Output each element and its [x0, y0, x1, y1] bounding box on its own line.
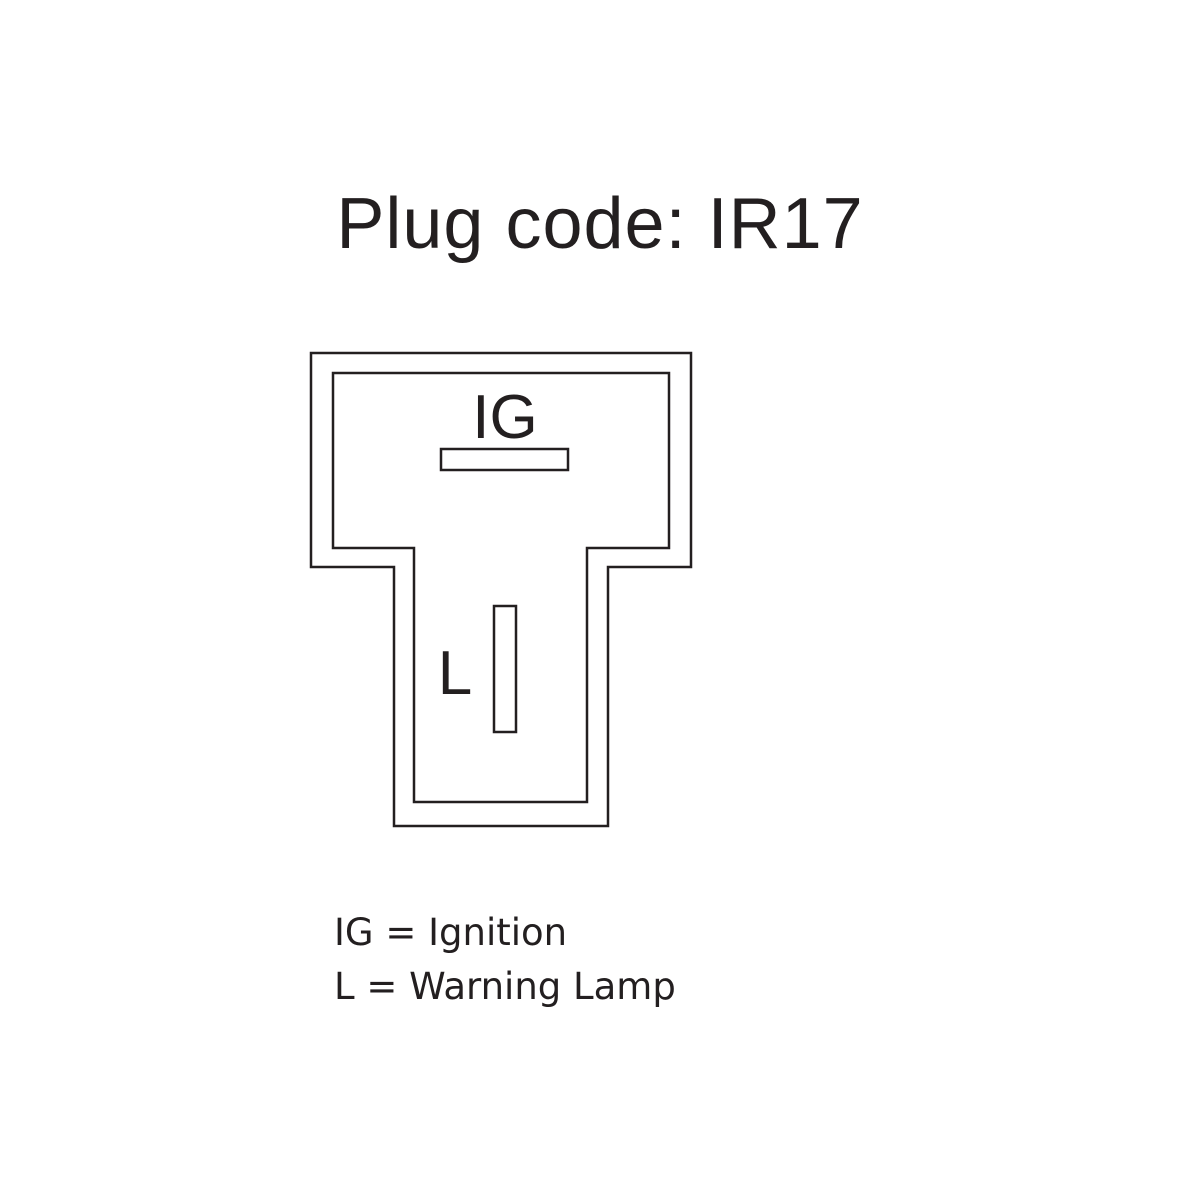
- legend-ig-entry: IG = Ignition: [334, 911, 568, 954]
- l-pin-label: L: [438, 639, 472, 708]
- l-terminal: [492, 604, 518, 734]
- connector-outer-outline: [309, 351, 693, 828]
- ig-pin-label: IG: [472, 383, 537, 452]
- legend: IG = Ignition L = Warning Lamp: [334, 906, 676, 1014]
- plug-code-title: Plug code: IR17: [336, 184, 864, 264]
- connector-inner-outline: [331, 371, 671, 804]
- legend-l-entry: L = Warning Lamp: [334, 965, 676, 1008]
- ig-terminal: [439, 447, 570, 472]
